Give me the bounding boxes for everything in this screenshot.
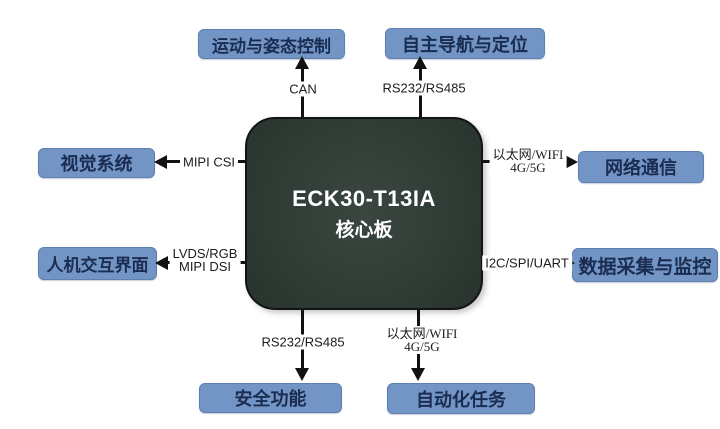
- arrow-up-icon: [413, 56, 427, 69]
- connector-motion-label: CAN: [286, 81, 320, 97]
- connector-network-label-line1: 以太网/WIFI: [492, 147, 564, 162]
- connector-daq-label: I2C/SPI/UART: [482, 255, 572, 271]
- connector-automation-label-line2: 4G/5G: [404, 339, 440, 354]
- arrow-left-icon: [155, 256, 168, 270]
- node-motion-control-label: 运动与姿态控制: [212, 36, 331, 56]
- node-autonomous-navigation: 自主导航与定位: [385, 28, 545, 59]
- connector-network-label-line2: 4G/5G: [510, 160, 546, 175]
- node-vision-system-label: 视觉系统: [60, 154, 133, 174]
- node-automation-tasks-label: 自动化任务: [416, 389, 506, 410]
- arrow-down-icon: [411, 368, 425, 381]
- node-safety-functions: 安全功能: [199, 383, 342, 413]
- core-board-model: ECK30-T13IA: [292, 185, 436, 211]
- node-data-acquisition-monitoring: 数据采集与监控: [572, 248, 718, 282]
- node-human-machine-interface-label: 人机交互界面: [46, 256, 149, 275]
- node-automation-tasks: 自动化任务: [387, 383, 535, 414]
- arrow-left-icon: [154, 155, 167, 169]
- connector-hmi-label-line2: MIPI DSI: [178, 259, 231, 274]
- connector-safety-label: RS232/RS485: [258, 334, 348, 350]
- node-autonomous-navigation-label: 自主导航与定位: [402, 34, 528, 55]
- connector-automation-label-line1: 以太网/WIFI: [386, 326, 458, 341]
- core-board: ECK30-T13IA 核心板: [245, 117, 483, 310]
- connector-hmi-label: LVDS/RGB MIPI DSI: [169, 246, 241, 274]
- node-safety-functions-label: 安全功能: [234, 389, 307, 409]
- connector-automation-label: 以太网/WIFI 4G/5G: [383, 326, 461, 354]
- node-vision-system: 视觉系统: [38, 148, 155, 178]
- connector-network-label: 以太网/WIFI 4G/5G: [489, 147, 567, 175]
- arrow-up-icon: [295, 56, 309, 69]
- connector-navigation-label: RS232/RS485: [379, 80, 469, 96]
- arrow-right-icon: [565, 155, 578, 169]
- node-data-acquisition-monitoring-label: 数据采集与监控: [578, 256, 712, 278]
- connector-vision-label: MIPI CSI: [179, 154, 239, 170]
- node-motion-control: 运动与姿态控制: [198, 29, 345, 59]
- node-human-machine-interface: 人机交互界面: [38, 247, 157, 280]
- core-board-name: 核心板: [335, 219, 393, 241]
- arrow-down-icon: [295, 368, 309, 381]
- connector-hmi-label-line1: LVDS/RGB: [172, 246, 238, 261]
- node-network-communication-label: 网络通信: [605, 158, 677, 178]
- node-network-communication: 网络通信: [578, 151, 704, 183]
